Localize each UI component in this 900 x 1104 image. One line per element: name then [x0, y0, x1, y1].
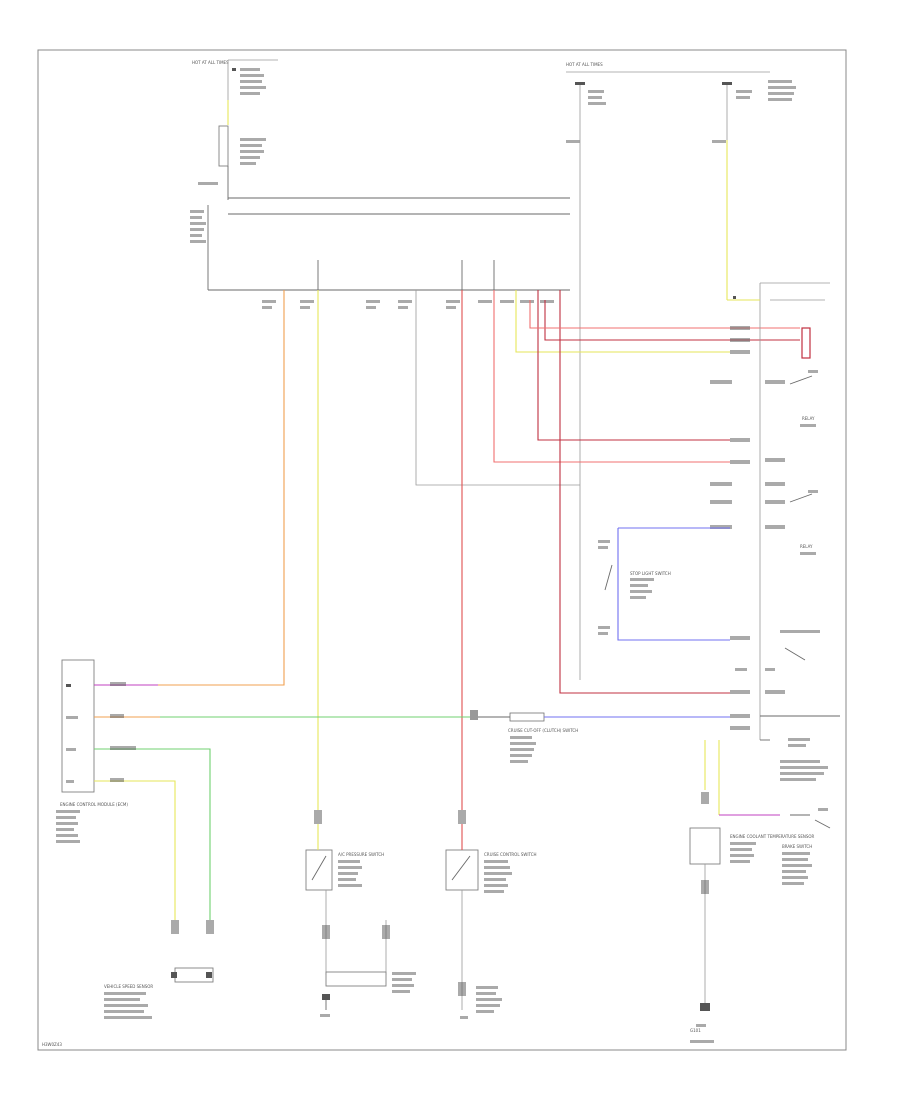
ac-pressure-switch: A/C PRESSURE SWITCH	[305, 810, 416, 1017]
clutch-switch-center: CRUISE CUT-OFF (CLUTCH) SWITCH	[470, 710, 730, 763]
coolant-temp-label: ENGINE COOLANT TEMPERATURE SENSOR	[730, 834, 815, 839]
coolant-temp-sensor: ENGINE COOLANT TEMPERATURE SENSOR BRAKE …	[689, 740, 831, 1043]
relay-a-label: RELAY	[802, 416, 815, 421]
fuse-label-right: HOT AT ALL TIMES	[566, 62, 603, 67]
wire-orange	[158, 290, 285, 686]
top-right-fuses: HOT AT ALL TIMES	[566, 62, 796, 680]
ecm-connector-row	[262, 300, 554, 309]
wire-grey	[415, 290, 580, 486]
brake-switch-label: BRAKE SWITCH	[782, 844, 812, 849]
stop-light-switch-label: STOP LIGHT SWITCH	[630, 571, 671, 576]
ground-label: G101	[690, 1028, 701, 1033]
diagram-border	[37, 49, 847, 1051]
ecm-box: ENGINE CONTROL MODULE (ECM)	[56, 659, 128, 843]
top-left-component: HOT AT ALL TIMES	[190, 59, 278, 243]
relay-block: RELAY RELAY	[710, 282, 840, 781]
vss-label: VEHICLE SPEED SENSOR	[104, 984, 153, 989]
stop-light-switch: STOP LIGHT SWITCH	[598, 540, 671, 635]
cruise-control-switch: CRUISE CONTROL SWITCH	[445, 810, 537, 1019]
ac-pressure-switch-label: A/C PRESSURE SWITCH	[338, 852, 384, 857]
relay-b-label: RELAY	[800, 544, 813, 549]
clutch-switch-label: CRUISE CUT-OFF (CLUTCH) SWITCH	[508, 728, 578, 733]
cruise-control-switch-label: CRUISE CONTROL SWITCH	[484, 852, 537, 857]
corner-code: H3W0Z43	[42, 1042, 62, 1047]
vehicle-speed-sensor: VEHICLE SPEED SENSOR	[104, 920, 214, 1019]
ecm-label: ENGINE CONTROL MODULE (ECM)	[60, 802, 128, 807]
fuse-label-left: HOT AT ALL TIMES	[192, 60, 229, 65]
